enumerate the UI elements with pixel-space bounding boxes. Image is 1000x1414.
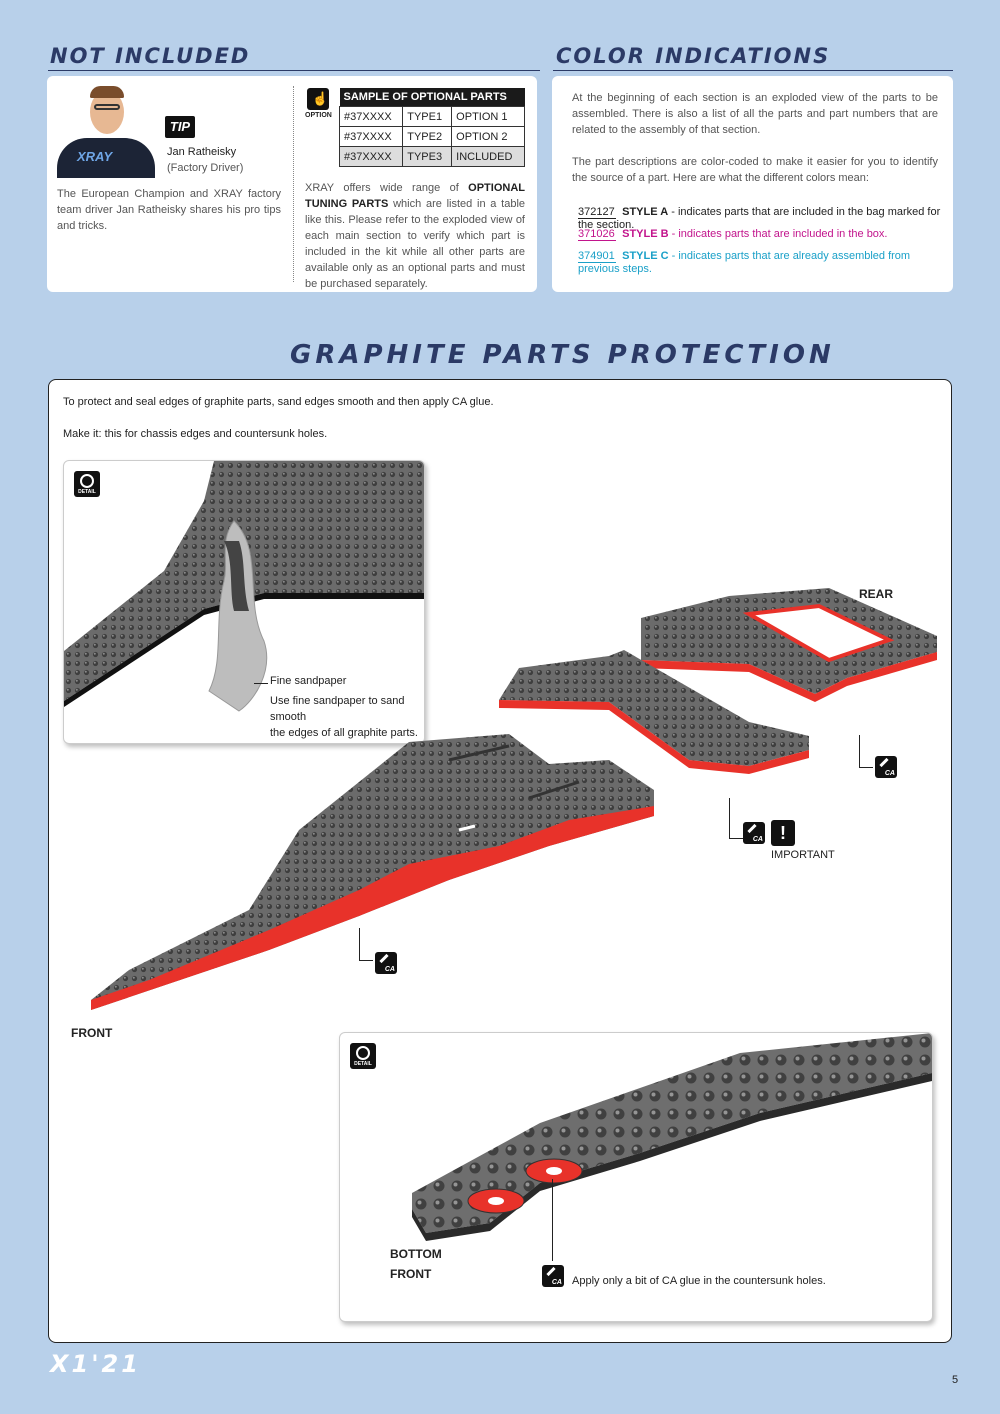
sandpaper-title: Fine sandpaper bbox=[270, 675, 347, 687]
important-icon: ! bbox=[771, 820, 795, 846]
label-bottom: BOTTOM bbox=[390, 1247, 442, 1261]
detail-icon: DETAIL bbox=[350, 1043, 376, 1069]
important-label: IMPORTANT bbox=[771, 849, 835, 861]
ca-glue-icon bbox=[542, 1265, 564, 1287]
driver-role: (Factory Driver) bbox=[167, 162, 244, 174]
leader-line bbox=[254, 683, 268, 684]
header-graphite: GRAPHITE PARTS PROTECTION bbox=[290, 340, 835, 370]
shirt-logo: XRAY bbox=[77, 149, 113, 164]
option-text: XRAY offers wide range of OPTIONAL TUNIN… bbox=[305, 182, 526, 290]
tip-text: The European Champion and XRAY factory t… bbox=[57, 188, 281, 232]
countersunk-illustration bbox=[412, 1033, 932, 1241]
label-front: FRONT bbox=[71, 1026, 113, 1040]
header-color-indications: COLOR INDICATIONS bbox=[556, 44, 831, 68]
page-number: 5 bbox=[952, 1374, 959, 1386]
sandpaper-text: Use fine sandpaper to sand smooth the ed… bbox=[270, 695, 418, 739]
style-c-row: 374901 STYLE C - indicates parts that ar… bbox=[578, 250, 911, 275]
option-icon: ☝ bbox=[307, 88, 329, 110]
exploded-parts bbox=[91, 588, 937, 1010]
color-intro: At the beginning of each section is an e… bbox=[572, 92, 938, 136]
detail-box-countersunk: DETAIL BOTTOM FRONT Apply only a bit of … bbox=[339, 1032, 933, 1322]
ca-glue-icon bbox=[743, 822, 765, 844]
ca-glue-icon bbox=[375, 952, 397, 974]
detail-box-sandpaper: DETAIL Fine sandpaper Use fine sandpaper… bbox=[63, 460, 425, 744]
label-rear: REAR bbox=[859, 587, 894, 601]
color-explain: The part descriptions are color-coded to… bbox=[572, 156, 938, 184]
header-rule bbox=[48, 70, 540, 71]
detail-icon: DETAIL bbox=[74, 471, 100, 497]
graphite-instruction: To protect and seal edges of graphite pa… bbox=[63, 396, 494, 408]
ca-glue-icon bbox=[875, 756, 897, 778]
header-not-included: NOT INCLUDED bbox=[50, 44, 251, 68]
sandpaper-illustration bbox=[64, 461, 424, 712]
option-icon-label: OPTION bbox=[305, 112, 332, 119]
graphite-panel: To protect and seal edges of graphite pa… bbox=[48, 379, 952, 1343]
color-indications-panel: At the beginning of each section is an e… bbox=[552, 76, 953, 292]
tip-badge: TIP bbox=[165, 116, 195, 138]
table-title: SAMPLE OF OPTIONAL PARTS bbox=[339, 88, 525, 107]
label-front-detail: FRONT bbox=[390, 1267, 432, 1281]
footer-logo: X1'21 bbox=[50, 1350, 141, 1378]
style-a-row: 372127 STYLE A - indicates parts that ar… bbox=[578, 206, 941, 231]
not-included-panel: XRAY TIP Jan Ratheisky (Factory Driver) … bbox=[47, 76, 537, 292]
header-rule bbox=[553, 70, 953, 71]
driver-name: Jan Ratheisky bbox=[167, 146, 237, 158]
separator bbox=[293, 86, 295, 282]
style-list: 372127 STYLE A - indicates parts that ar… bbox=[578, 206, 948, 275]
graphite-instruction-2: Make it: this for chassis edges and coun… bbox=[63, 428, 328, 440]
driver-photo: XRAY bbox=[57, 82, 155, 178]
ca-instruction: Apply only a bit of CA glue in the count… bbox=[572, 1275, 826, 1287]
style-b-row: 371026 STYLE B - indicates parts that ar… bbox=[578, 228, 888, 241]
